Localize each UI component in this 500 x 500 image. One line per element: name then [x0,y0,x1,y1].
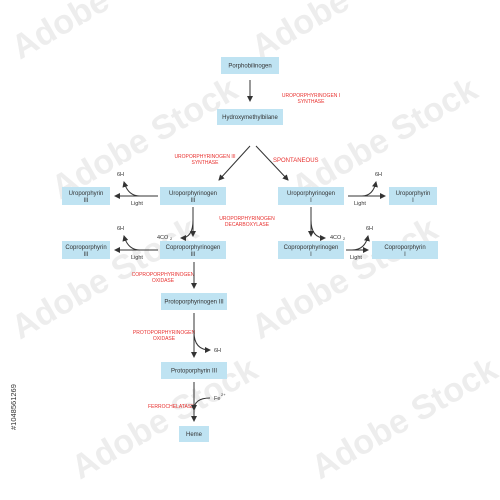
stock-id: #1048561269 [9,384,18,430]
label-4co2-right: 4CO 2 [330,235,346,241]
arrows [114,80,386,422]
label-6h: 6H [375,172,382,178]
node-protoporphyrinogen-iii: Protoporphyrinogen III [161,293,227,310]
node-coproporphyrinogen-i: Coproporphyrinogen I [278,241,344,259]
svg-text:Uroporphyrin: Uroporphyrin [69,191,104,197]
node-uroporphyrinogen-i: Uroporphyrinogen I [278,187,344,205]
node-uroporphyrinogen-iii: Uroporphyrinogen III [160,187,226,205]
enzyme-coproporphyrinogen-oxidase: COPROPORPHYRINOGEN OXIDASE [132,272,195,284]
svg-text:UROPORPHYRINOGEN III: UROPORPHYRINOGEN III [174,154,235,160]
node-coproporphyrin-i: Coproporphyrin I [372,241,438,259]
watermark-text: Adobe Stock [245,210,444,347]
svg-text:Uroporphyrinogen: Uroporphyrinogen [287,191,335,197]
node-porphobilinogen: Porphobilinogen [221,57,279,74]
node-hydroxymethylbilane: Hydroxymethylbilane [217,109,283,125]
node-protoporphyrin-iii: Protoporphyrin III [161,362,227,379]
label-light: Light [350,255,362,261]
svg-text:OXIDASE: OXIDASE [152,278,175,284]
svg-text:Coproporphyrin: Coproporphyrin [384,245,425,251]
svg-text:UROPORPHYRINOGEN: UROPORPHYRINOGEN [219,216,275,222]
enzyme-spontaneous: SPONTANEOUS [273,158,319,164]
svg-text:I: I [310,198,312,204]
svg-text:III: III [190,252,195,258]
node-heme: Heme [179,426,209,442]
label-light: Light [354,201,366,207]
svg-text:Uroporphyrin: Uroporphyrin [396,191,431,197]
watermark-text: Adobe Stock [245,0,444,67]
svg-text:UROPORPHYRINOGEN I: UROPORPHYRINOGEN I [282,93,340,99]
enzyme-uroporphyrinogen-i-synthase: UROPORPHYRINOGEN I SYNTHASE [282,93,340,105]
node-coproporphyrin-iii: Coproporphyrin III [62,241,110,259]
label-light: Light [131,255,143,261]
svg-text:I: I [404,252,406,258]
svg-text:Protoporphyrin III: Protoporphyrin III [171,369,217,375]
label-6h: 6H [117,172,124,178]
svg-text:Uroporphyrinogen: Uroporphyrinogen [169,191,217,197]
label-light: Light [131,201,143,207]
label-fe2: Fe 2+ [214,392,226,402]
svg-text:OXIDASE: OXIDASE [153,336,176,342]
watermark-text: Adobe Stock [5,0,204,67]
label-6h: 6H [366,226,373,232]
svg-text:4CO: 4CO [157,235,169,241]
watermark-text: Adobe Stock [285,70,484,207]
watermark-text: Adobe Stock [45,70,244,207]
svg-text:2+: 2+ [221,392,226,397]
enzyme-uroporphyrinogen-iii-synthase: UROPORPHYRINOGEN III SYNTHASE [174,154,235,166]
svg-text:I: I [412,198,414,204]
enzyme-uroporphyrinogen-decarboxylase: UROPORPHYRINOGEN DECARBOXYLASE [219,216,275,228]
svg-text:III: III [190,198,195,204]
svg-text:Fe: Fe [214,396,220,402]
svg-text:Coproporphyrin: Coproporphyrin [65,245,106,251]
enzyme-ferrochelatase: FERROCHELATASE [148,404,195,410]
node-uroporphyrin-i: Uroporphyrin I [389,187,437,205]
label-4co2-left: 4CO 2 [157,235,173,241]
svg-text:Hydroxymethylbilane: Hydroxymethylbilane [222,115,278,121]
watermark-text: Adobe Stock [5,210,204,347]
svg-text:COPROPORPHYRINOGEN: COPROPORPHYRINOGEN [132,272,195,278]
svg-text:4CO: 4CO [330,235,342,241]
watermark-text: Adobe Stock [305,350,500,487]
svg-text:PROTOPORPHYRINOGEN: PROTOPORPHYRINOGEN [133,330,196,336]
svg-text:Heme: Heme [186,432,203,438]
svg-text:Coproporphyrinogen: Coproporphyrinogen [166,245,221,251]
svg-text:I: I [310,252,312,258]
svg-text:III: III [83,252,88,258]
svg-text:Porphobilinogen: Porphobilinogen [228,64,271,70]
svg-text:III: III [83,198,88,204]
node-coproporphyrinogen-iii: Coproporphyrinogen III [160,241,226,259]
label-6h: 6H [117,226,124,232]
svg-text:2: 2 [343,236,346,241]
svg-text:DECARBOXYLASE: DECARBOXYLASE [225,222,270,228]
svg-text:SYNTHASE: SYNTHASE [298,99,326,105]
svg-text:Protoporphyrinogen III: Protoporphyrinogen III [164,300,224,306]
svg-text:Coproporphyrinogen: Coproporphyrinogen [284,245,339,251]
enzyme-protoporphyrinogen-oxidase: PROTOPORPHYRINOGEN OXIDASE [133,330,196,342]
node-uroporphyrin-iii: Uroporphyrin III [62,187,110,205]
label-6h: 6H [214,348,221,354]
svg-text:2: 2 [170,236,173,241]
svg-text:SYNTHASE: SYNTHASE [192,160,220,166]
